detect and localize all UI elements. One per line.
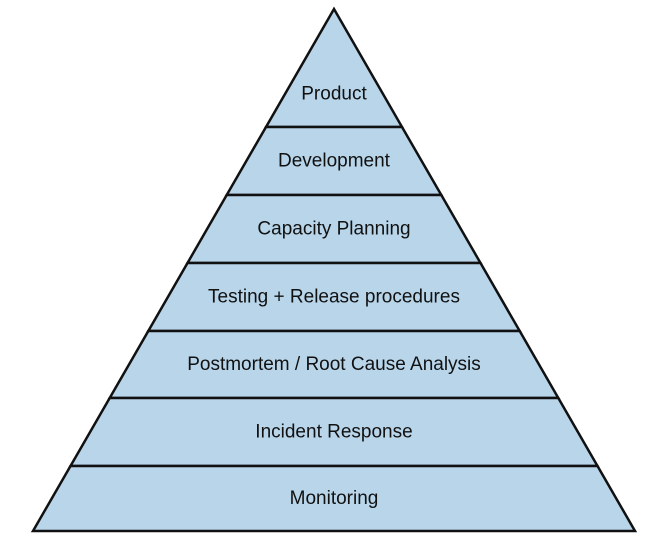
layer-product: Product <box>263 6 405 129</box>
layer-incident-response-label: Incident Response <box>255 422 412 443</box>
layer-postmortem-label: Postmortem / Root Cause Analysis <box>187 354 481 375</box>
layer-monitoring-label: Monitoring <box>290 488 379 509</box>
layer-development-label: Development <box>278 151 391 172</box>
layer-monitoring-shape <box>30 464 638 533</box>
layer-postmortem: Postmortem / Root Cause Analysis <box>107 329 561 400</box>
layer-testing-release-label: Testing + Release procedures <box>208 287 460 308</box>
layer-capacity-planning: Capacity Planning <box>185 193 483 265</box>
layer-incident-response: Incident Response <box>68 396 600 468</box>
layer-testing-release: Testing + Release procedures <box>146 261 522 333</box>
layer-product-shape <box>263 6 405 129</box>
layer-monitoring: Monitoring <box>30 464 638 533</box>
layer-product-label: Product <box>301 84 367 105</box>
layer-development: Development <box>224 125 444 197</box>
layer-capacity-planning-label: Capacity Planning <box>257 219 410 240</box>
